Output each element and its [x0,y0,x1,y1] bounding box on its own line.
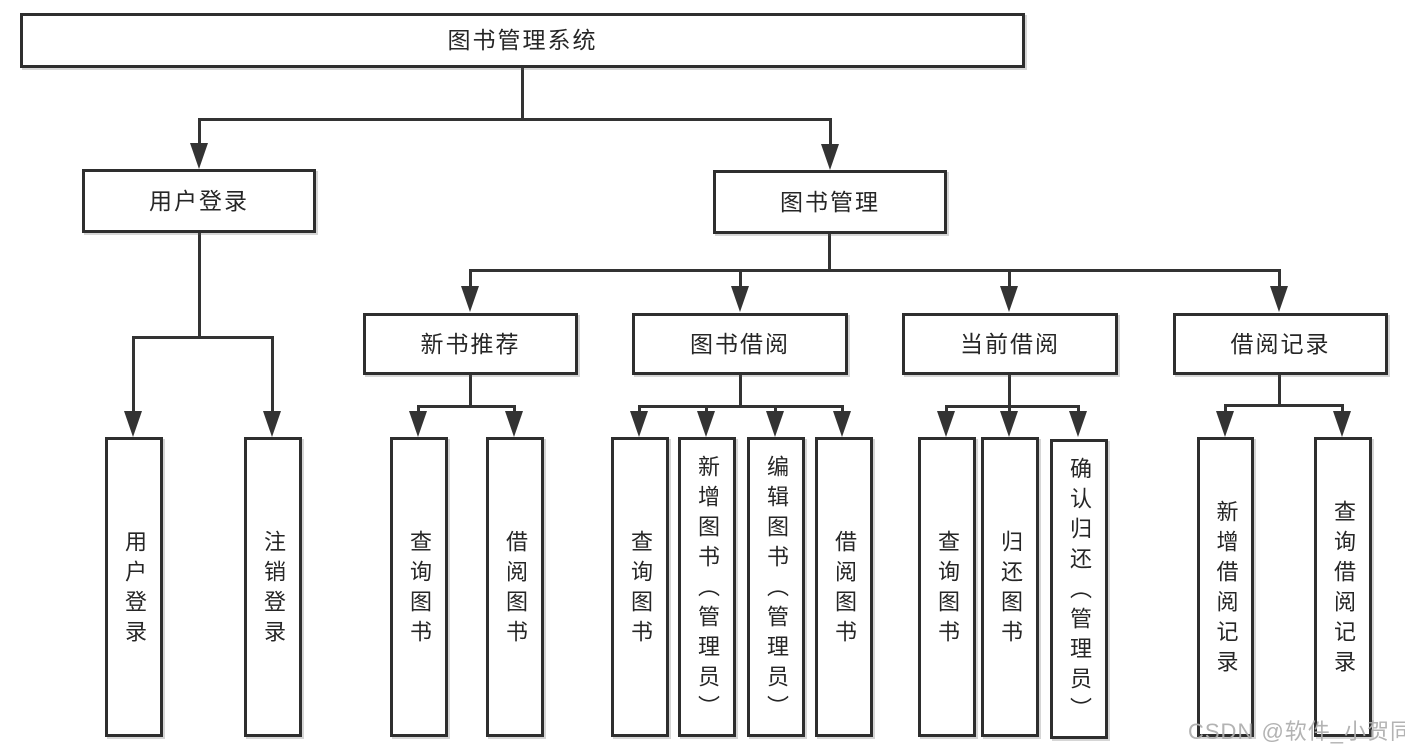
connector-arrow-down [263,411,281,437]
connector-line [1077,405,1080,413]
leaf-newbook-borrow-book: 借阅图书 [486,437,544,737]
connector-arrow-down [821,144,839,170]
connector-arrow-down [1000,411,1018,437]
connector-line [1008,269,1011,289]
leaf-borrow-add-book-admin: 新增图书（管理员） [678,437,736,737]
connector-line [271,336,274,412]
connector-line [1278,375,1281,406]
node-user-login: 用户登录 [82,169,316,233]
leaf-borrow-edit-book-admin: 编辑图书（管理员） [747,437,805,737]
leaf-current-query-book: 查询图书 [918,437,976,737]
leaf-borrow-borrow-book: 借阅图书 [815,437,873,737]
connector-arrow-down [190,143,208,169]
connector-line [774,405,777,413]
leaf-newbook-query-book: 查询图书 [390,437,448,737]
connector-arrow-down [461,286,479,312]
connector-line [739,269,742,289]
connector-line [828,234,831,272]
connector-line [739,375,742,408]
connector-line [417,405,516,408]
node-library-system: 图书管理系统 [20,13,1025,68]
connector-line [198,118,832,121]
leaf-current-return-book: 归还图书 [981,437,1039,737]
node-borrow-records: 借阅记录 [1173,313,1388,375]
connector-line [1008,405,1011,413]
connector-arrow-down [1216,411,1234,437]
connector-line [198,233,201,339]
connector-line [469,269,1281,272]
connector-line [521,68,524,120]
connector-line [1008,375,1011,408]
connector-line [469,269,472,289]
connector-line [469,375,472,408]
connector-line [705,405,708,413]
node-current-borrow: 当前借阅 [902,313,1118,375]
leaf-current-confirm-return-admin: 确认归还（管理员） [1050,439,1108,739]
connector-line [1278,269,1281,289]
connector-line [132,336,135,412]
connector-line [638,405,844,408]
connector-arrow-down [1333,411,1351,437]
connector-arrow-down [731,286,749,312]
connector-arrow-down [766,411,784,437]
connector-line [945,405,948,413]
leaf-user-login: 用户登录 [105,437,163,737]
leaf-records-add-record: 新增借阅记录 [1197,437,1254,737]
connector-line [945,405,1080,408]
connector-line [132,336,274,339]
connector-arrow-down [630,411,648,437]
connector-arrow-down [1000,286,1018,312]
connector-arrow-down [937,411,955,437]
connector-arrow-down [1270,286,1288,312]
connector-arrow-down [833,411,851,437]
connector-line [841,405,844,413]
connector-line [829,118,832,145]
connector-line [638,405,641,413]
connector-arrow-down [697,411,715,437]
connector-line [417,405,420,413]
connector-line [1224,404,1227,413]
connector-arrow-down [124,411,142,437]
connector-arrow-down [409,411,427,437]
connector-line [1224,404,1344,407]
connector-line [1341,404,1344,413]
connector-line [513,405,516,413]
connector-line [198,118,201,145]
connector-arrow-down [1069,411,1087,437]
leaf-logout-login: 注销登录 [244,437,302,737]
node-book-management: 图书管理 [713,170,947,234]
node-book-borrow: 图书借阅 [632,313,848,375]
leaf-records-query-record: 查询借阅记录 [1314,437,1372,737]
leaf-borrow-query-book: 查询图书 [611,437,669,737]
node-new-book-recommend: 新书推荐 [363,313,578,375]
connector-arrow-down [505,411,523,437]
csdn-watermark: CSDN @软件_小贺同学 [1188,719,1405,744]
